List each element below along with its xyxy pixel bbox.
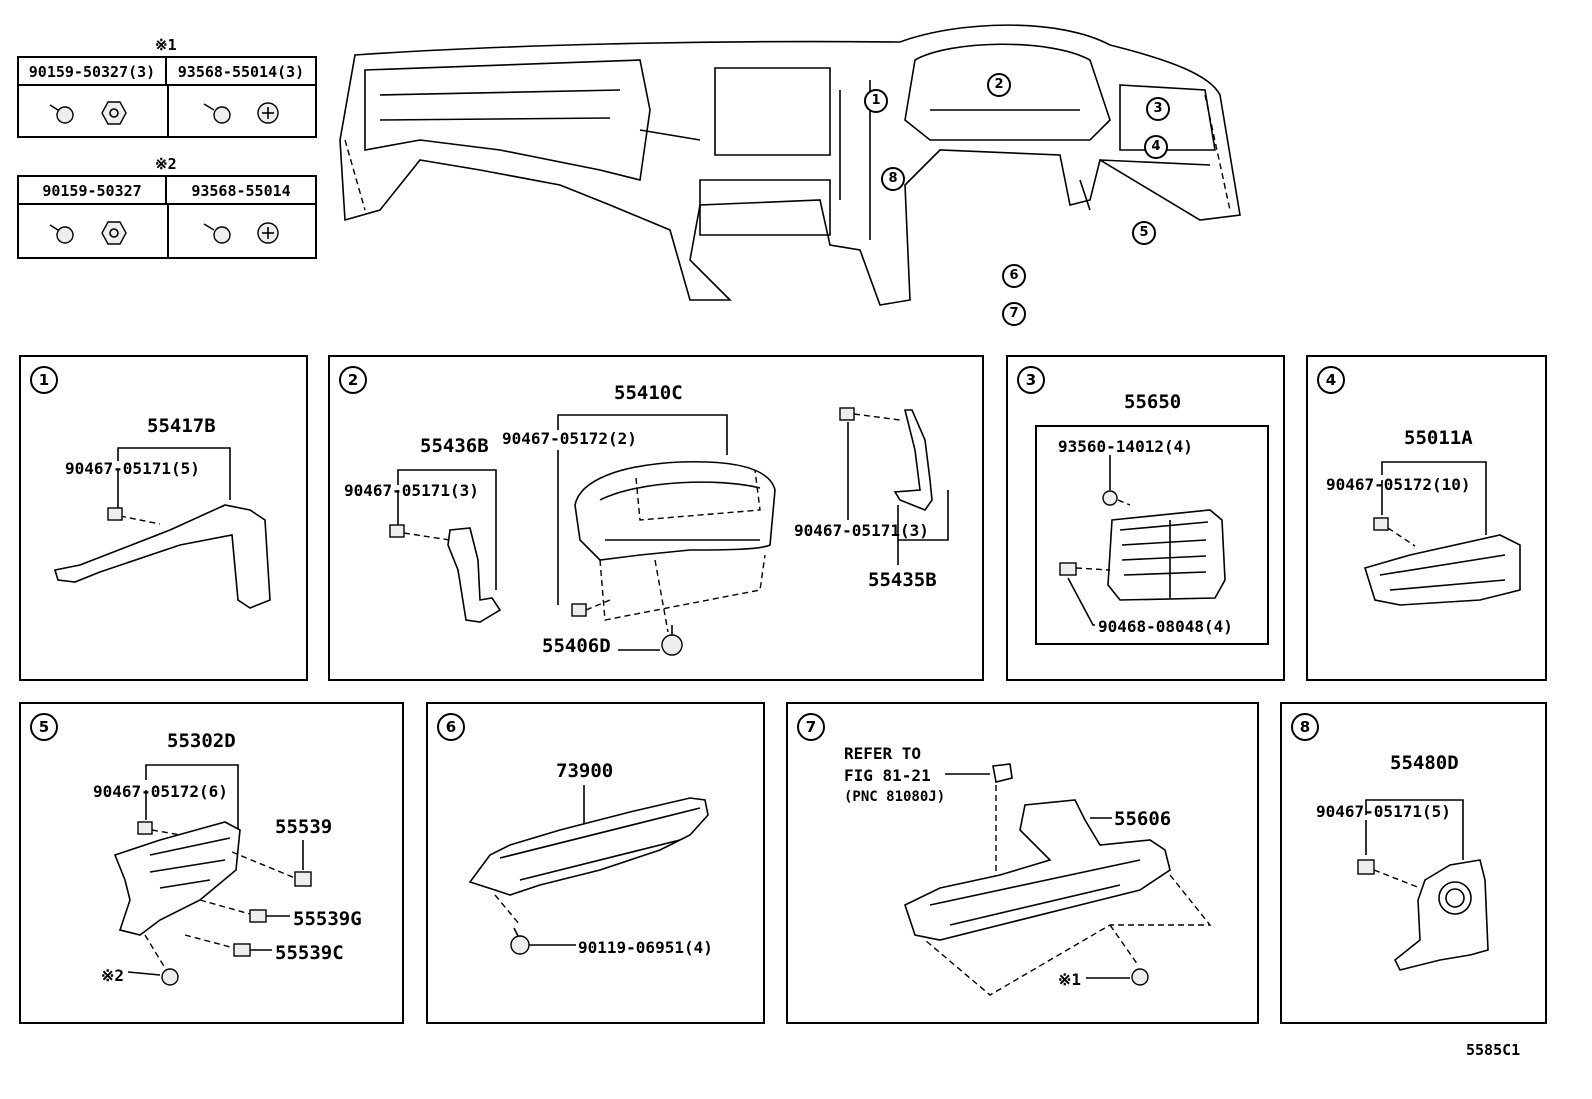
panel-number: 7 [797,713,825,741]
legend-mark-2: ※2 [101,966,125,985]
detail-panel-1: 1 55417B 90467-05171(5) [19,355,308,681]
legend-table-1-mark: ※1 [155,36,177,54]
clip-part-number: 90467-05171(3) [794,521,929,540]
part-number-55410C: 55410C [614,382,683,404]
part-number-55539G: 55539G [293,908,362,930]
nut-icon [101,101,127,125]
part-number-55480D: 55480D [1390,752,1459,774]
overview-callout-5: 5 [1132,221,1156,245]
overview-callout-2: 2 [987,73,1011,97]
panel-number: 5 [30,713,58,741]
overview-callout-8: 8 [881,167,905,191]
screw-part-number: 93560-14012(4) [1058,437,1193,456]
phillips-screw-icon [257,222,279,244]
part-group-box [1035,425,1269,645]
screw-part-number: 90119-06951(4) [578,938,713,957]
refer-figure-label: FIG 81-21 [844,766,931,785]
clip-part-number: 90467-05172(10) [1326,475,1471,494]
part-number-73900: 73900 [556,760,614,782]
clip-part-number: 90468-08048(4) [1098,617,1233,636]
legend-mark-1: ※1 [1058,970,1082,989]
panel-number: 8 [1291,713,1319,741]
detail-panel-5: 5 55302D 90467-05172(6) 55539 55539G 555… [19,702,404,1024]
part-number-55539: 55539 [275,816,333,838]
detail-panel-3: 3 55650 93560-14012(4) 90468-08048(4) [1006,355,1285,681]
part-number-55417B: 55417B [147,415,216,437]
part-number-55011A: 55011A [1404,427,1473,449]
overview-callout-7: 7 [1002,302,1026,326]
part-number-55406D: 55406D [542,635,611,657]
legend-table-1: 90159-50327(3) 93568-55014(3) [17,56,317,138]
panel-number: 6 [437,713,465,741]
detail-panel-2: 2 55410C 90467-05172(2) 55436B 90467-051… [328,355,984,681]
overview-callout-1: 1 [864,89,888,113]
legend-table-2-mark: ※2 [155,155,177,173]
legend-code: 93568-55014 [167,177,315,205]
bolt-icon [49,104,74,124]
clip-part-number: 90467-05171(5) [1316,802,1451,821]
detail-panel-7: 7 REFER TO FIG 81-21 (PNC 81080J) 55606 … [786,702,1259,1024]
legend-table-2: 90159-50327 93568-55014 [17,175,317,259]
legend-code: 90159-50327(3) [19,58,167,86]
clip-part-number: 90467-05172(6) [93,782,228,801]
legend-code: 93568-55014(3) [167,58,315,86]
overview-callout-4: 4 [1144,135,1168,159]
panel-number: 2 [339,366,367,394]
detail-panel-6: 6 73900 90119-06951(4) [426,702,765,1024]
legend-code: 90159-50327 [19,177,167,205]
refer-pnc-label: (PNC 81080J) [844,789,946,805]
bolt-icon [49,224,74,244]
clip-part-number: 90467-05172(2) [502,429,637,448]
detail-panel-4: 4 55011A 90467-05172(10) [1306,355,1547,681]
refer-to-label: REFER TO [844,744,922,763]
nut-icon [101,221,127,245]
part-number-55302D: 55302D [167,730,236,752]
overview-callout-6: 6 [1002,264,1026,288]
clip-part-number: 90467-05171(3) [344,481,479,500]
detail-panel-8: 8 55480D 90467-05171(5) [1280,702,1547,1024]
overview-callout-3: 3 [1146,97,1170,121]
panel-number: 1 [30,366,58,394]
screw-icon [203,103,231,124]
figure-code: 5585C1 [1466,1041,1521,1059]
panel-number: 4 [1317,366,1345,394]
screw-icon [203,223,231,244]
clip-part-number: 90467-05171(5) [65,459,200,478]
phillips-screw-icon [257,102,279,124]
panel-number: 3 [1017,366,1045,394]
part-number-55539C: 55539C [275,942,344,964]
part-number-55650: 55650 [1124,391,1182,413]
part-number-55606: 55606 [1114,808,1172,830]
part-number-55435B: 55435B [868,569,937,591]
part-number-55436B: 55436B [420,435,489,457]
